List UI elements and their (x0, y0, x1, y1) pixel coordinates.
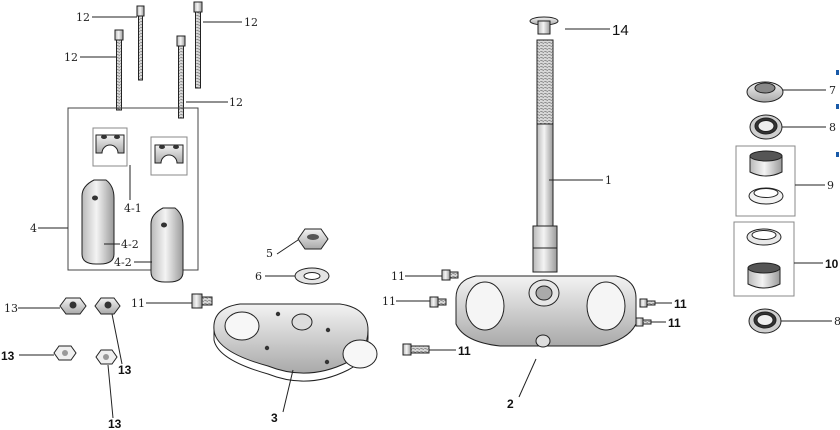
nut-13-b (94, 297, 121, 315)
callout-12-c: 12 (64, 51, 78, 64)
dust-seal-8-lower (748, 308, 782, 334)
callout-13-d: 13 (108, 417, 122, 430)
bolt-11-a (441, 269, 459, 281)
callout-4: 4 (30, 222, 37, 235)
callout-8-a: 8 (829, 121, 836, 134)
callout-3: 3 (271, 411, 278, 425)
callout-13-c: 13 (118, 363, 132, 377)
lower-triple-clamp-2 (455, 275, 637, 348)
dust-seal-8-upper (749, 114, 783, 140)
callout-11-d: 11 (458, 344, 471, 358)
callout-13-a: 13 (4, 302, 18, 315)
bolt-12-c (114, 29, 124, 111)
stem-cap-14 (529, 16, 559, 35)
edge-mark-c (836, 152, 839, 157)
callout-4-2-a: 4-2 (121, 238, 139, 251)
bolt-12-b (193, 1, 203, 89)
callout-13-b: 13 (1, 349, 15, 363)
riser-base-4-2-left (81, 179, 115, 265)
bolt-11-c (402, 343, 430, 356)
bolt-11-e (635, 317, 652, 327)
callout-4-2-b: 4-2 (114, 256, 132, 269)
adjust-nut-7 (746, 81, 784, 103)
callout-7: 7 (829, 84, 836, 97)
steering-stem-1 (532, 39, 558, 273)
callout-14: 14 (612, 22, 629, 39)
washer-6 (294, 267, 330, 285)
callout-11-b: 11 (391, 270, 405, 283)
bearing-9 (748, 150, 784, 205)
callout-6: 6 (255, 270, 262, 283)
callout-2: 2 (507, 397, 514, 411)
callout-5: 5 (266, 247, 273, 260)
bolt-11-d (639, 298, 656, 308)
callout-8-b: 8 (834, 315, 840, 328)
nut-13-c (53, 345, 77, 361)
callout-4-1: 4-1 (124, 202, 142, 215)
callout-12-d: 12 (229, 96, 243, 109)
upper-triple-clamp-3 (213, 303, 378, 382)
riser-group-frame (67, 107, 199, 271)
callout-11-f: 11 (668, 316, 681, 330)
edge-mark-b (836, 104, 839, 109)
leader-lines (18, 16, 832, 419)
callout-12-b: 12 (244, 16, 258, 29)
bolt-11-upper-clamp (191, 293, 213, 309)
callout-11-e: 11 (674, 297, 687, 311)
bolt-12-a (136, 5, 145, 81)
bearing-9-frame (735, 145, 796, 217)
edge-mark-a (836, 70, 839, 75)
callout-10: 10 (825, 257, 839, 271)
callout-11-c: 11 (382, 295, 396, 308)
bearing-10-frame (733, 221, 795, 297)
bolt-11-b (429, 296, 447, 308)
callout-1: 1 (605, 174, 612, 187)
callout-11-a: 11 (131, 297, 145, 310)
bolt-12-d (176, 35, 186, 119)
nut-13-a (59, 297, 87, 315)
riser-clamp-4-1-right (150, 136, 188, 176)
callout-12-a: 12 (76, 11, 90, 24)
nut-5 (297, 228, 329, 250)
nut-13-d (95, 349, 118, 365)
riser-base-4-2-right (150, 207, 184, 283)
bearing-10 (746, 228, 782, 289)
callout-9: 9 (827, 179, 834, 192)
riser-clamp-4-1-left (92, 127, 128, 167)
